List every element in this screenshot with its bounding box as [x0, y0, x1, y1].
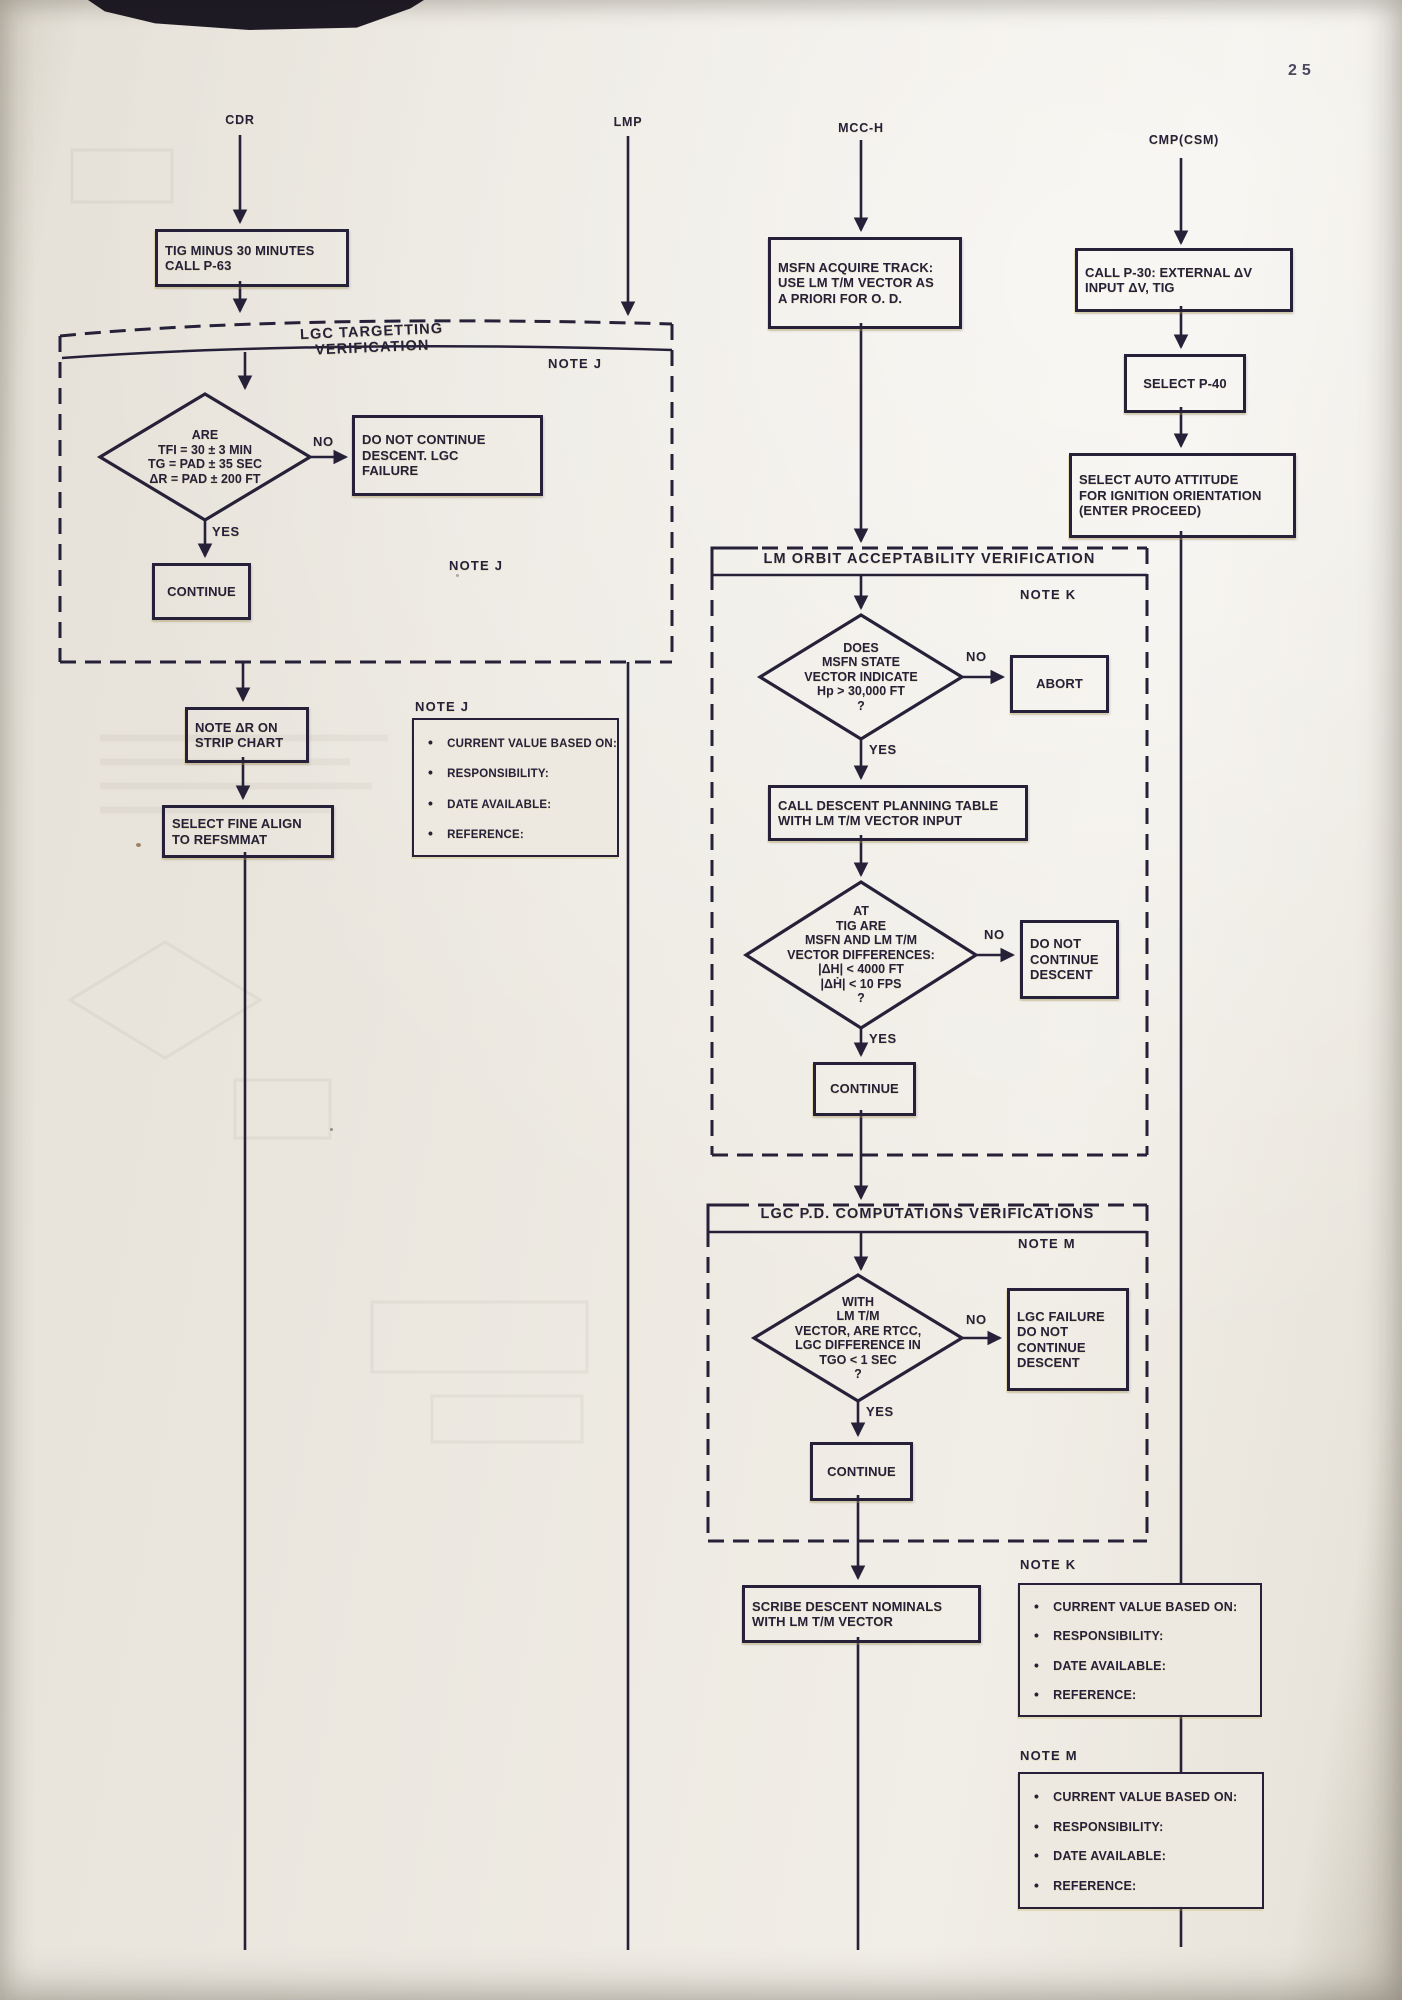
note-box-m: CURRENT VALUE BASED ON: RESPONSIBILITY: …: [1018, 1772, 1264, 1909]
page-number: 25: [1288, 62, 1316, 79]
box-tig-call-p63: TIG MINUS 30 MINUTES CALL P-63: [155, 229, 349, 287]
note-k-item-1: CURRENT VALUE BASED ON:: [1020, 1598, 1260, 1614]
edge-label-yes-tgo: YES: [866, 1404, 894, 1419]
note-j-label: NOTE J: [415, 699, 470, 714]
box-continue-1: CONTINUE: [152, 563, 251, 620]
box-scribe-descent-nominals: SCRIBE DESCENT NOMINALS WITH LM T/M VECT…: [742, 1585, 981, 1643]
note-m-item-2: RESPONSIBILITY:: [1020, 1818, 1262, 1834]
section-frame-lgc-pd: [706, 1203, 1149, 1543]
box-call-p30: CALL P-30: EXTERNAL ΔV INPUT ΔV, TIG: [1075, 248, 1293, 312]
decision-tfi-tolerance-shape: [96, 392, 314, 522]
section-title-lgc-pd: LGC P.D. COMPUTATIONS VERIFICATIONS: [760, 1206, 1095, 1222]
box-abort: ABORT: [1010, 655, 1109, 713]
box-descent-planning-table: CALL DESCENT PLANNING TABLE WITH LM T/M …: [768, 785, 1028, 841]
box-msfn-acquire-track: MSFN ACQUIRE TRACK: USE LM T/M VECTOR AS…: [768, 237, 962, 329]
box-lgc-failure: LGC FAILURE DO NOT CONTINUE DESCENT: [1007, 1288, 1129, 1391]
decision-diamonds: [96, 392, 979, 1403]
note-j-item-4: REFERENCE:: [414, 825, 617, 841]
edge-label-no-hp: NO: [966, 649, 987, 664]
note-box-j: CURRENT VALUE BASED ON: RESPONSIBILITY: …: [412, 718, 619, 857]
dust-speck: [456, 574, 459, 577]
box-do-not-continue-descent-1: DO NOT CONTINUE DESCENT. LGC FAILURE: [352, 415, 543, 496]
lane-label-lmp: LMP: [613, 115, 643, 129]
note-j-item-2: RESPONSIBILITY:: [414, 764, 617, 780]
lane-label-cdr: CDR: [225, 113, 255, 127]
note-m-label: NOTE M: [1020, 1748, 1078, 1763]
edge-label-no-tgo: NO: [966, 1312, 987, 1327]
box-select-p40: SELECT P-40: [1124, 354, 1246, 413]
decision-hp-30000-shape: [756, 613, 966, 741]
edge-label-yes-tfi: YES: [212, 524, 240, 539]
note-j-item-1: CURRENT VALUE BASED ON:: [414, 734, 617, 750]
section-title-lm-orbit: LM ORBIT ACCEPTABILITY VERIFICATION: [763, 551, 1096, 567]
note-ref-m-band: NOTE M: [1018, 1236, 1076, 1251]
flow-lines: [197, 135, 1189, 1950]
note-m-item-1: CURRENT VALUE BASED ON:: [1020, 1788, 1262, 1804]
note-k-label: NOTE K: [1020, 1557, 1077, 1572]
lane-label-cmp-csm: CMP(CSM): [1148, 133, 1220, 147]
note-ref-k-band: NOTE K: [1020, 587, 1077, 602]
note-ref-j-inner: NOTE J: [449, 558, 504, 573]
note-m-item-3: DATE AVAILABLE:: [1020, 1847, 1262, 1863]
box-continue-2: CONTINUE: [813, 1062, 916, 1116]
dust-speck: [136, 843, 141, 847]
note-k-item-2: RESPONSIBILITY:: [1020, 1627, 1260, 1643]
edge-label-yes-hp: YES: [869, 742, 897, 757]
section-frame-lgc-targetting: [58, 319, 674, 664]
box-do-not-continue-descent-2: DO NOT CONTINUE DESCENT: [1020, 920, 1119, 999]
note-k-item-3: DATE AVAILABLE:: [1020, 1657, 1260, 1673]
note-m-item-4: REFERENCE:: [1020, 1877, 1262, 1893]
decision-vector-differences-shape: [743, 880, 979, 1030]
note-box-k: CURRENT VALUE BASED ON: RESPONSIBILITY: …: [1018, 1583, 1262, 1717]
box-select-auto-attitude: SELECT AUTO ATTITUDE FOR IGNITION ORIENT…: [1069, 453, 1296, 538]
edge-label-no-diff: NO: [984, 927, 1005, 942]
edge-label-yes-diff: YES: [869, 1031, 897, 1046]
note-j-item-3: DATE AVAILABLE:: [414, 795, 617, 811]
lane-label-mcc-h: MCC-H: [838, 121, 884, 135]
note-ref-j-band: NOTE J: [548, 356, 603, 371]
box-note-dr-strip-chart: NOTE ΔR ON STRIP CHART: [185, 707, 309, 763]
note-k-item-4: REFERENCE:: [1020, 1686, 1260, 1702]
section-frame-lm-orbit: [710, 546, 1149, 1157]
edge-label-no-tfi: NO: [313, 434, 334, 449]
dust-speck: [330, 1128, 333, 1131]
decision-tgo-difference-shape: [750, 1273, 966, 1403]
box-select-fine-align: SELECT FINE ALIGN TO REFSMMAT: [162, 805, 334, 858]
box-continue-3: CONTINUE: [810, 1442, 913, 1501]
